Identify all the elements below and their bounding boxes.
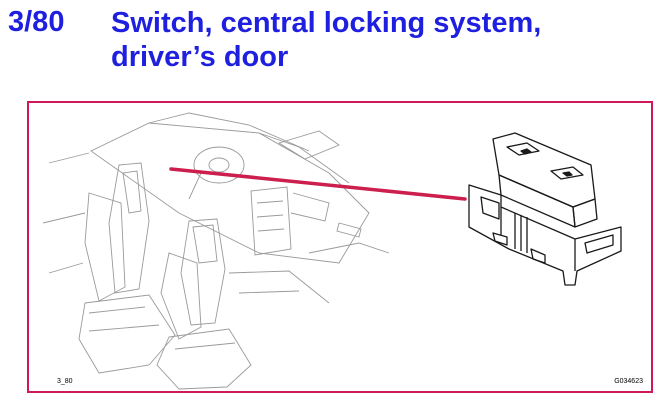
figure-code-right: G034623 bbox=[614, 378, 643, 385]
section-number: 3/80 bbox=[8, 6, 65, 38]
car-interior-illustration bbox=[42, 112, 622, 390]
callout-line bbox=[169, 167, 467, 201]
figure-code-left: 3_80 bbox=[57, 378, 73, 385]
illustration-frame: 3_80 G034623 bbox=[27, 101, 653, 393]
section-title: Switch, central locking system, driver’s… bbox=[111, 7, 542, 73]
